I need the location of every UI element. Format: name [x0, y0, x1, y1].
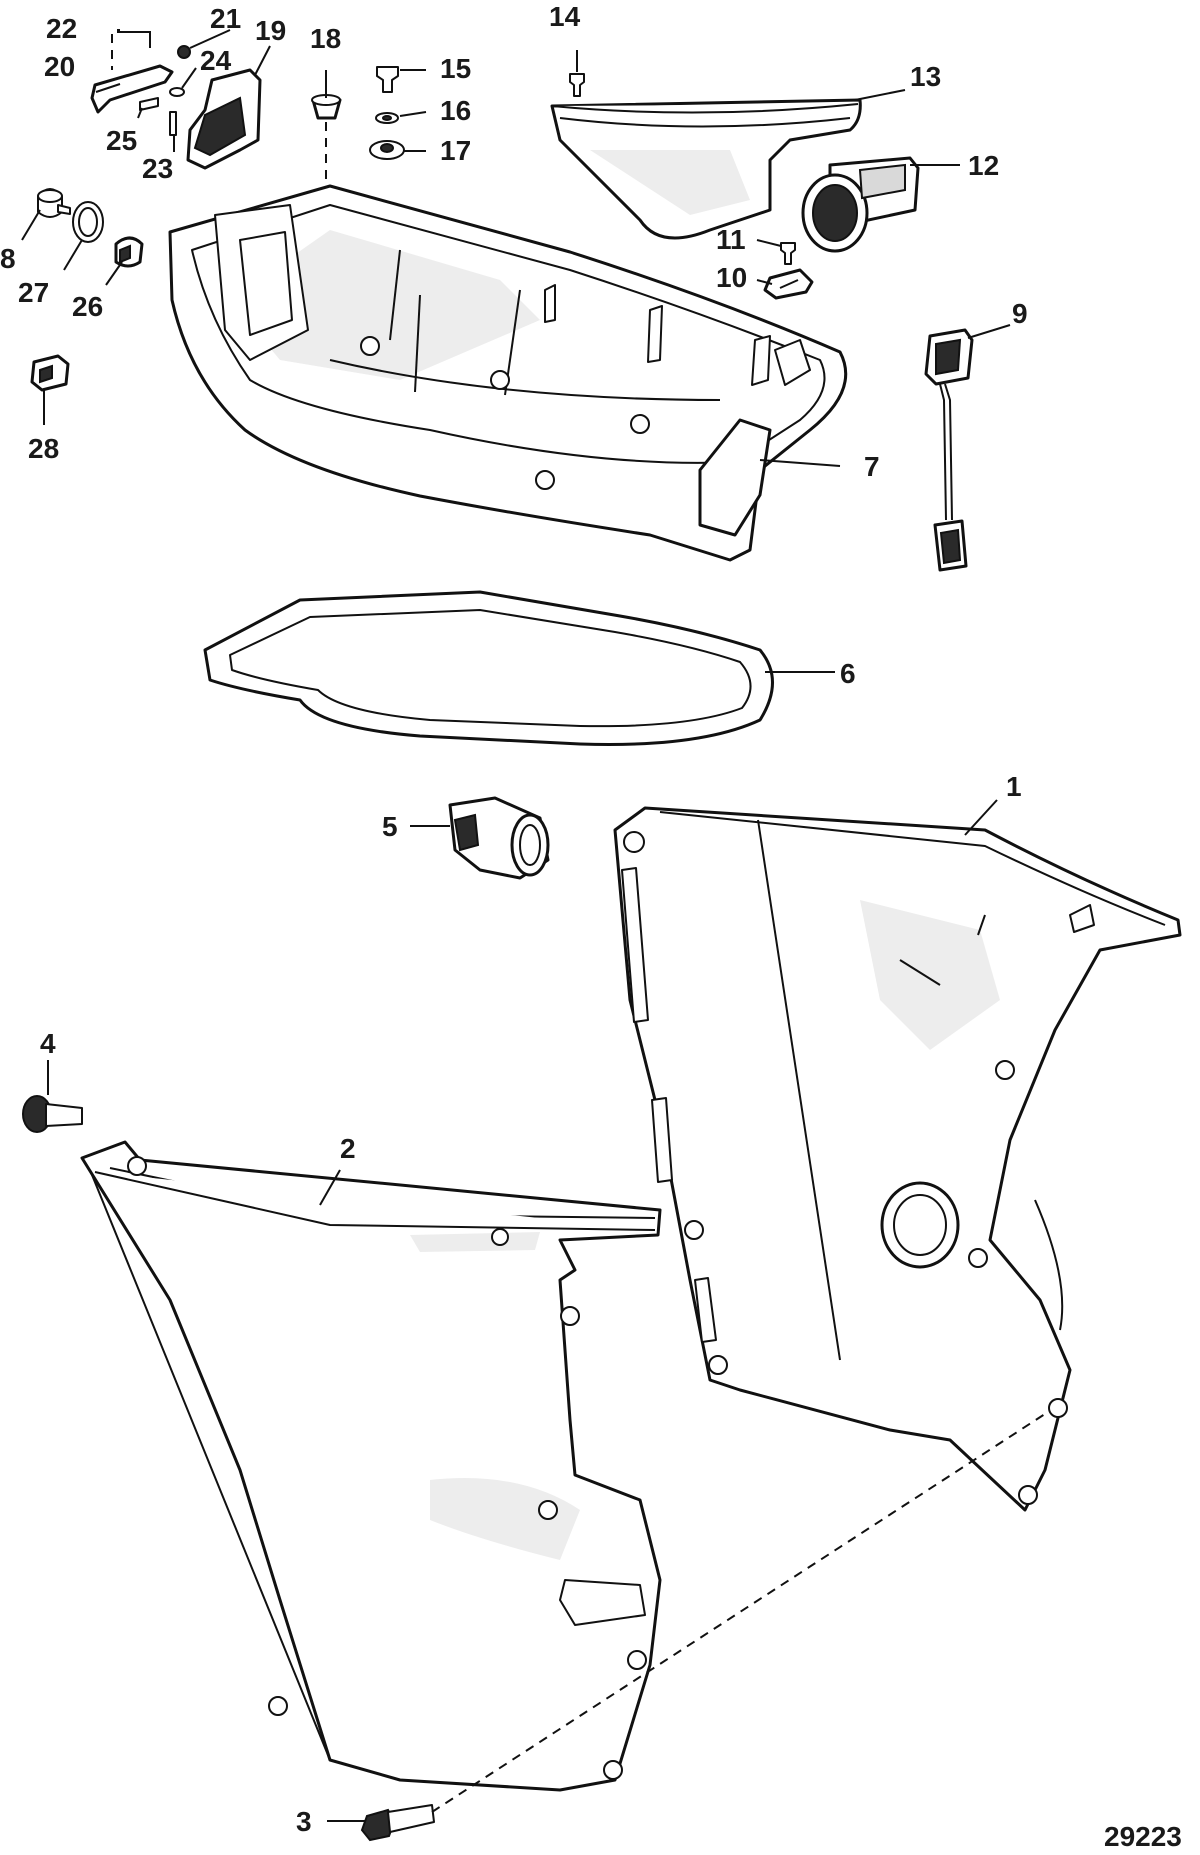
part-9-switch [924, 328, 974, 572]
callout-15: 15 [440, 53, 471, 84]
part-28-connector [30, 354, 70, 392]
part-22-pin [117, 31, 151, 48]
callout-22: 22 [46, 13, 77, 44]
callout-13: 13 [910, 61, 941, 92]
part-7-cowl-pan [168, 184, 848, 562]
part-4-bolt [22, 1095, 83, 1133]
callout-17: 17 [440, 135, 471, 166]
part-14-screw [569, 73, 585, 97]
callout-1: 1 [1006, 771, 1022, 802]
callout-20: 20 [44, 51, 75, 82]
callout-5: 5 [382, 811, 398, 842]
callout-28: 28 [28, 433, 59, 464]
callout-6: 6 [840, 658, 856, 689]
parts-11-10 [763, 242, 814, 300]
part-24-washer [169, 87, 185, 97]
assembly-dashed-line [431, 1411, 1049, 1813]
callout-26: 26 [72, 291, 103, 322]
callout-24: 24 [200, 45, 232, 76]
figure-number: 29223 [1104, 1821, 1182, 1850]
part-2-side-panel-left [80, 1140, 662, 1792]
callout-19: 19 [255, 15, 286, 46]
part-12-knob [801, 156, 920, 253]
part-15-bolt [376, 66, 399, 93]
part-20-lever [90, 64, 174, 114]
latch-mechanism [193, 96, 247, 157]
parts-15-16-17 [369, 66, 405, 160]
part-5-bushing [448, 796, 550, 880]
callout-11: 11 [716, 224, 746, 255]
part-11-screw [780, 242, 796, 265]
callout-23: 23 [142, 153, 173, 184]
part-21-nut [177, 45, 191, 59]
part-6-gasket [203, 590, 774, 746]
parts-8-27-26 [37, 188, 144, 268]
callout-16: 16 [440, 95, 471, 126]
callout-4: 4 [40, 1028, 56, 1059]
callout-18: 18 [310, 23, 341, 54]
leader-lines [21, 29, 1011, 1822]
callout-3: 3 [296, 1806, 312, 1837]
callout-27: 27 [18, 277, 49, 308]
part-3-bolt [360, 1804, 435, 1842]
part-23-screw [169, 111, 177, 136]
callout-25: 25 [106, 125, 137, 156]
part-25-screw [139, 97, 159, 111]
callout-9: 9 [1012, 298, 1028, 329]
callout-8: 8 [0, 243, 16, 274]
callout-12: 12 [968, 150, 999, 181]
callout-2: 2 [340, 1133, 356, 1164]
callout-21: 21 [210, 3, 241, 34]
part-1-side-panel-right [613, 806, 1182, 1512]
callout-10: 10 [716, 262, 747, 293]
latch-assembly [90, 31, 262, 170]
callout-7: 7 [864, 451, 880, 482]
callout-14: 14 [549, 1, 581, 32]
part-13-trim-panel [550, 98, 862, 240]
